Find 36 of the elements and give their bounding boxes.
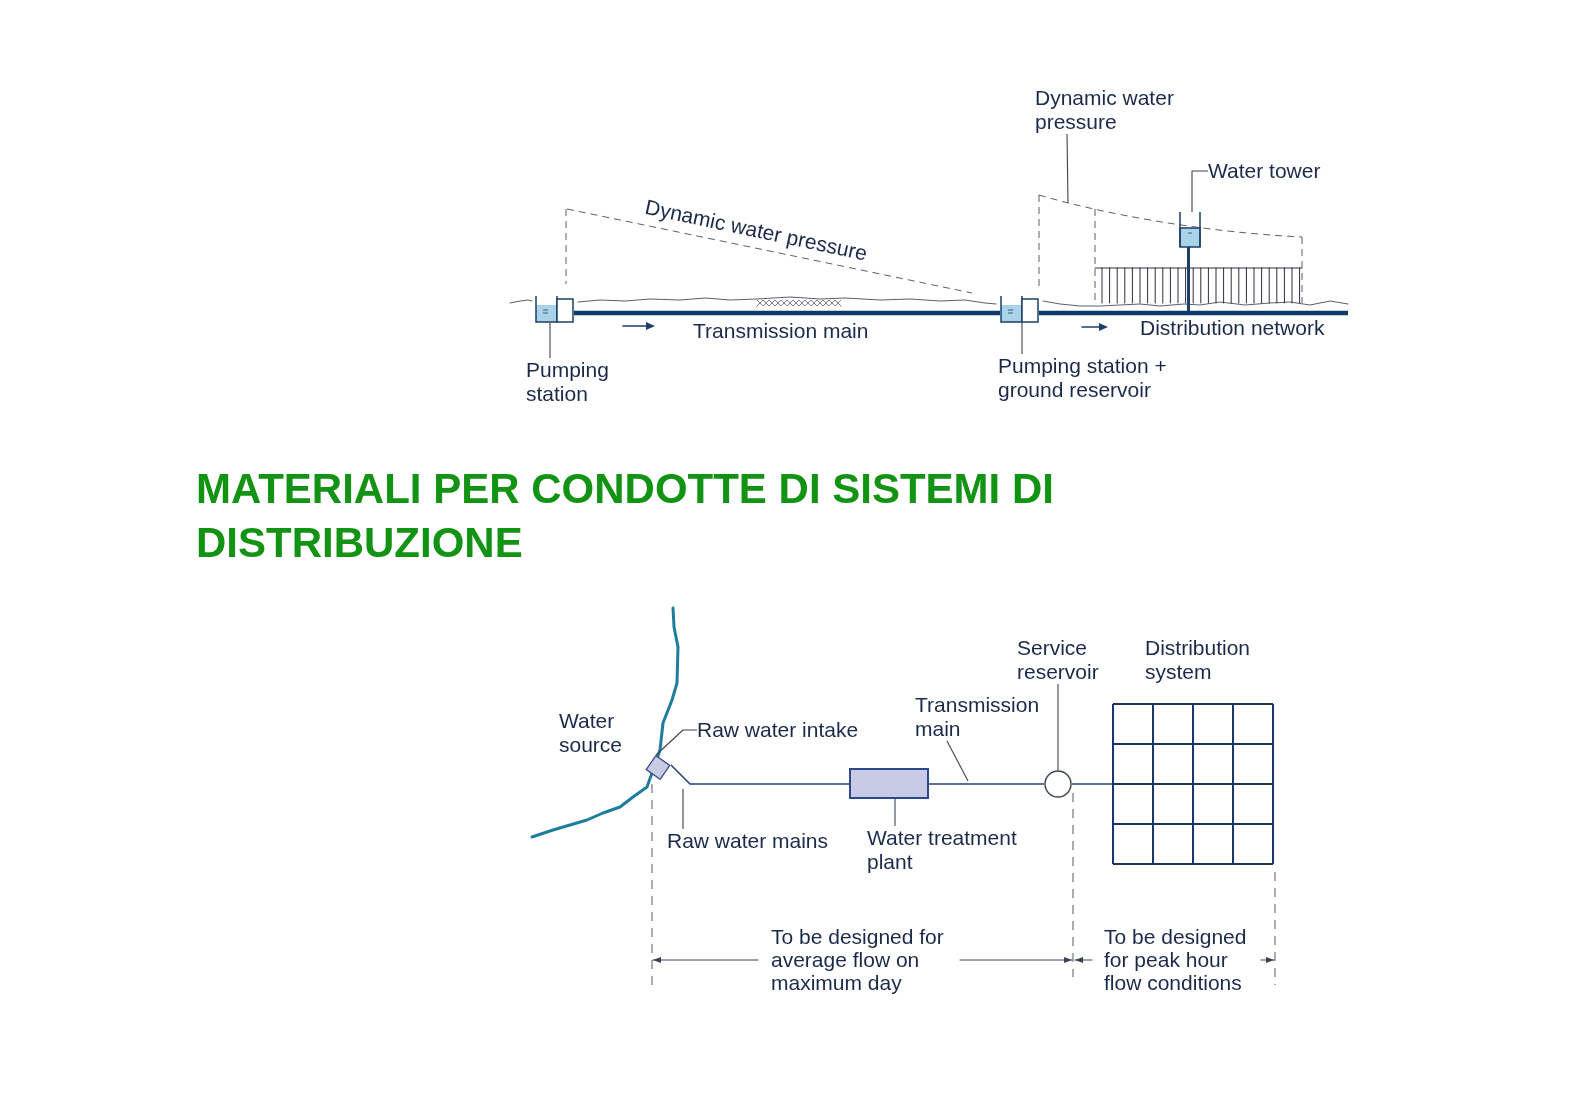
callout-label: Dynamic water pressure — [1035, 86, 1185, 134]
leader-line — [946, 740, 969, 782]
leader-line — [655, 729, 698, 756]
callout-label: Transmission main — [915, 693, 1040, 741]
river-label: Water source — [559, 709, 623, 757]
pumping-station-drawing — [535, 295, 574, 323]
reservoir-circle — [1044, 770, 1072, 798]
treatment-plant-box — [849, 768, 929, 799]
grid-caption: Distribution system — [1145, 636, 1251, 684]
water-tower-drawing — [1178, 212, 1202, 311]
dimension-label: To be designed for peak hour flow conditions — [1104, 925, 1248, 994]
leader-line — [1066, 133, 1069, 204]
leader-line — [894, 798, 896, 827]
callout-label: Pumping station + ground reservoir — [998, 354, 1183, 402]
pipe-line — [928, 783, 1045, 785]
pipe-line — [574, 310, 1000, 316]
callout-label: Pumping station — [526, 358, 609, 406]
leader-line — [1191, 170, 1209, 213]
pumping-station-drawing — [1000, 295, 1039, 323]
pipe-label: Distribution network — [1140, 316, 1325, 340]
page-title: MATERIALI PER CONDOTTE DI SISTEMI DI DISTRIBUZIONE — [196, 464, 1055, 568]
leader-line — [1057, 683, 1059, 771]
callout-label: Water treatment plant — [867, 826, 1032, 874]
leader-line — [549, 322, 551, 359]
pipe-label: Transmission main — [693, 319, 869, 343]
pipe-line — [1039, 310, 1348, 316]
callout-label: Raw water mains — [667, 829, 829, 853]
callout-label: Raw water intake — [697, 718, 859, 742]
leader-line — [682, 788, 684, 830]
leader-line — [1021, 322, 1023, 355]
pipe-line — [1071, 783, 1113, 785]
line-label: Dynamic water pressure — [643, 195, 870, 266]
dimension-label: To be designed for average flow on maximum day — [771, 925, 945, 994]
callout-label: Service reservoir — [1017, 636, 1099, 684]
pipe-line — [670, 764, 850, 785]
callout-label: Water tower — [1208, 159, 1321, 183]
